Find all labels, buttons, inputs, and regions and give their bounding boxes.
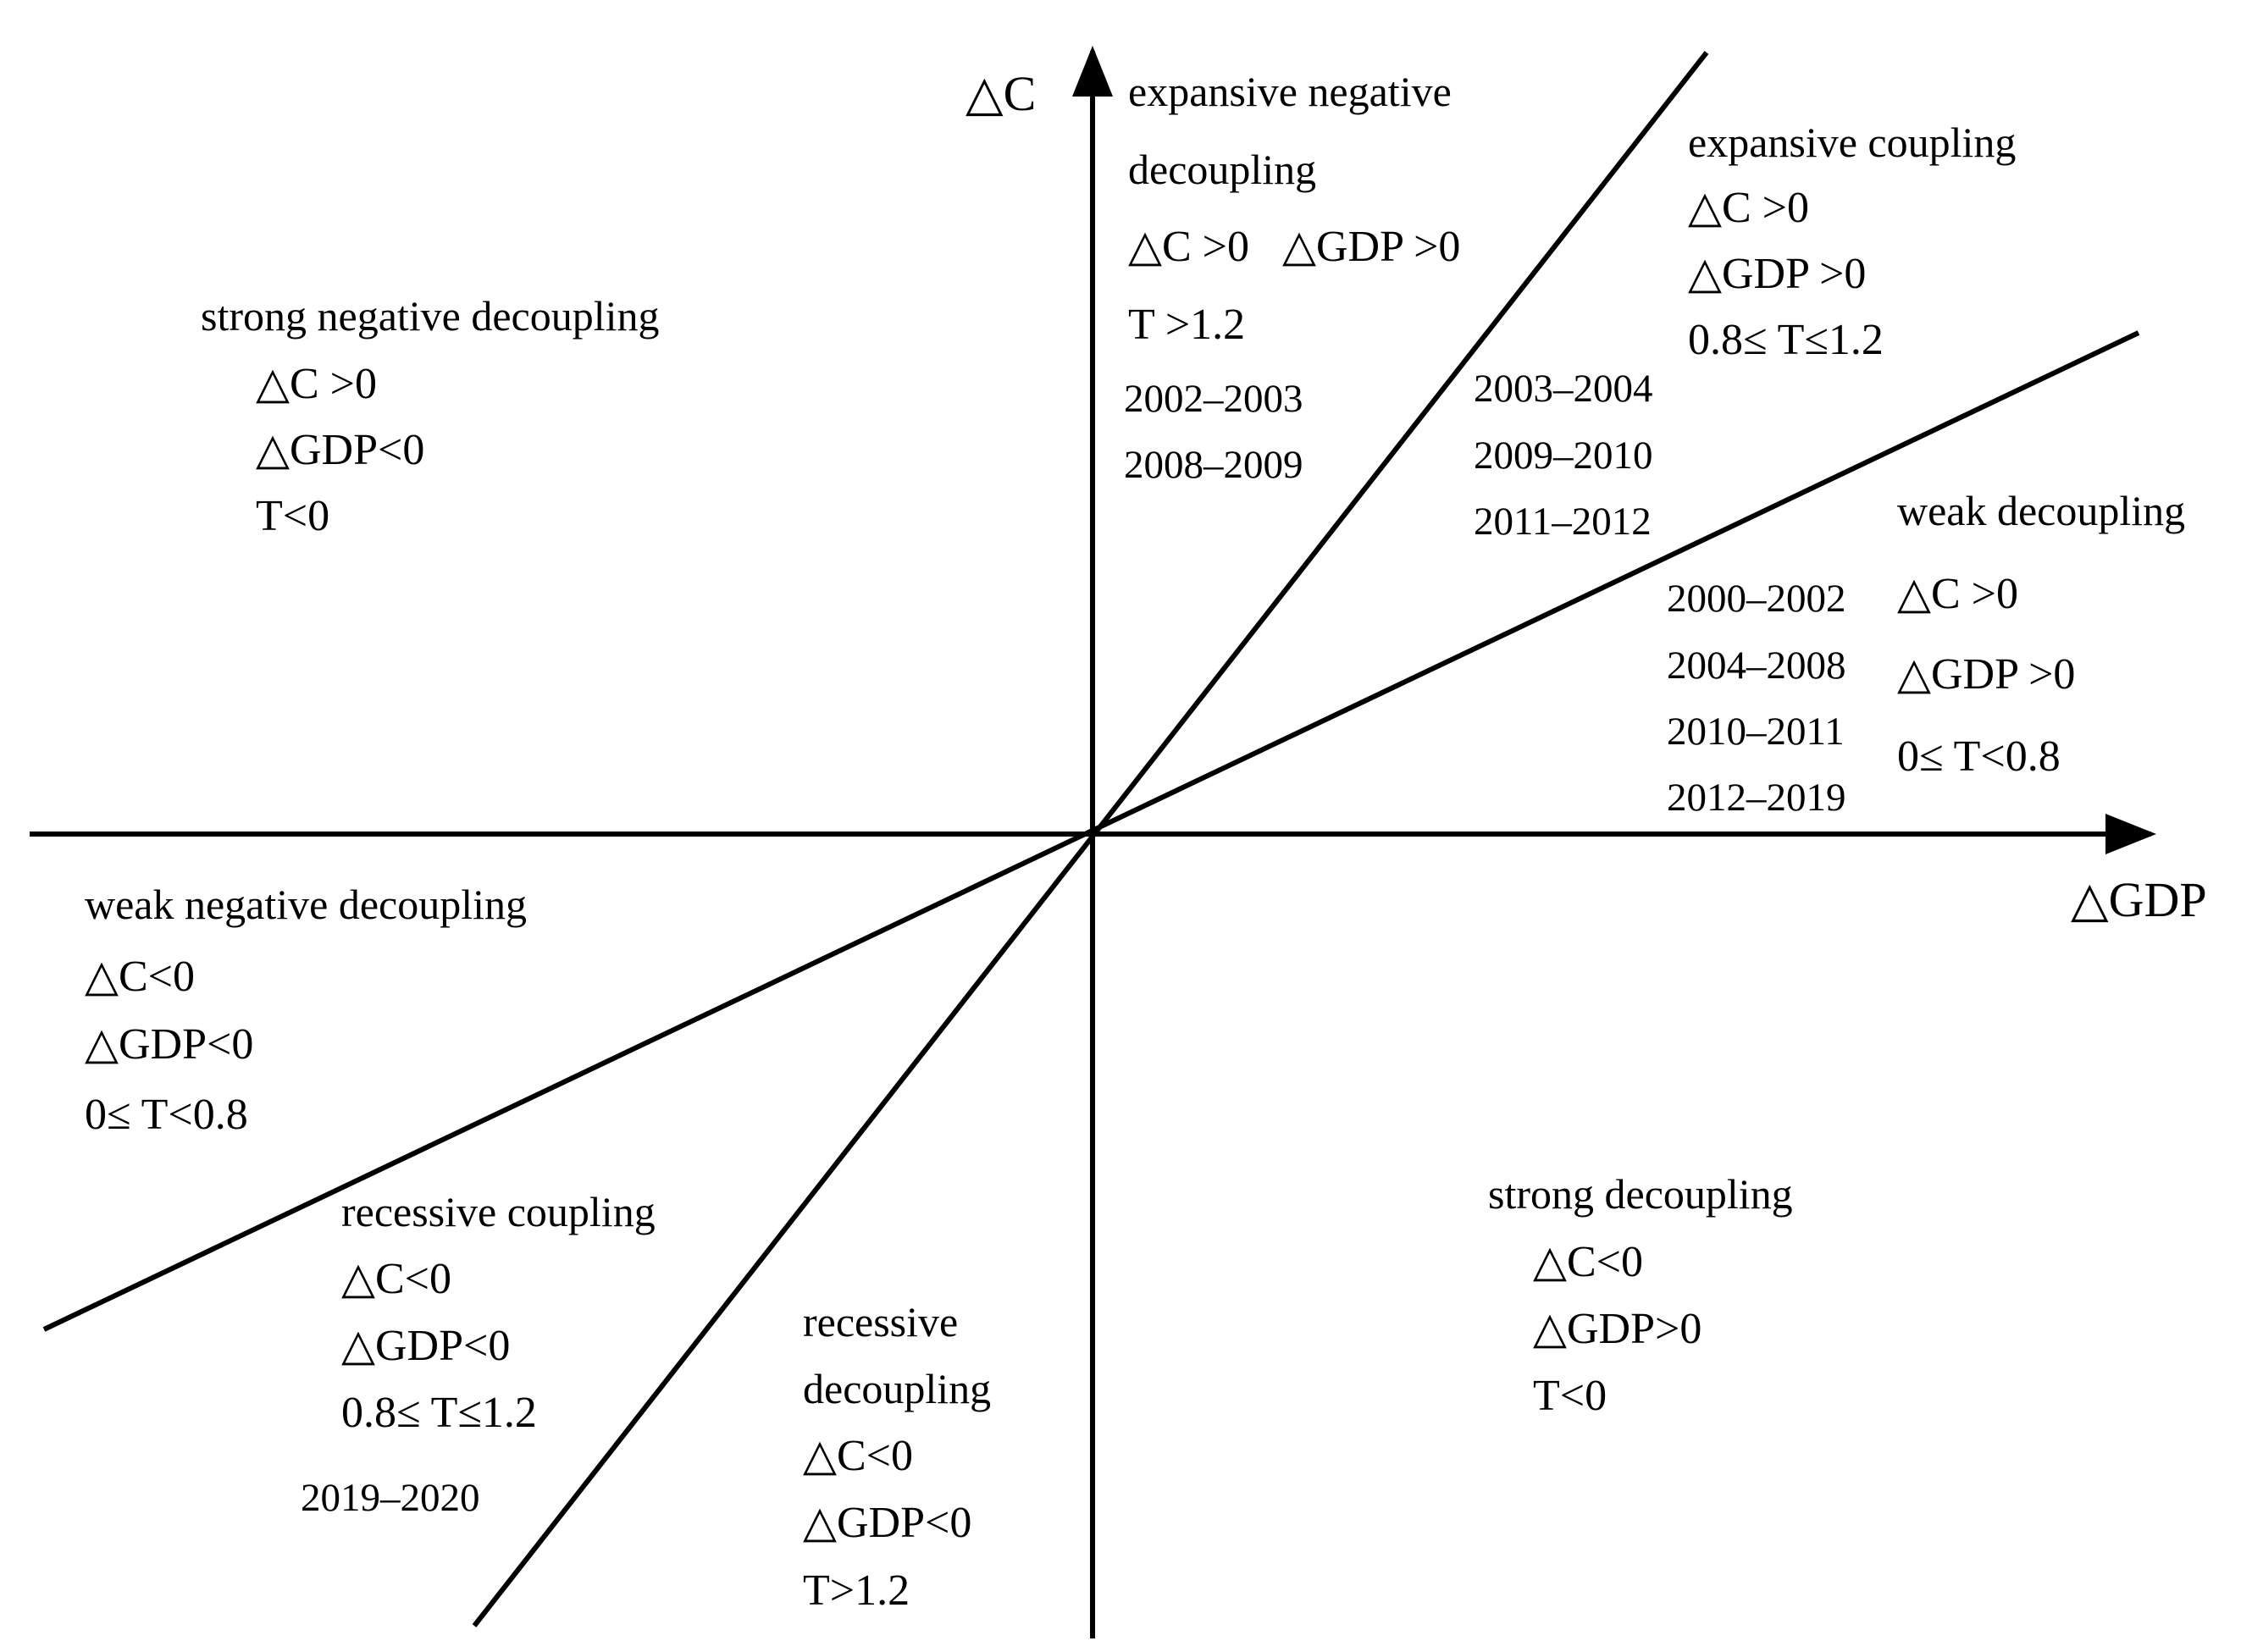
y-axis-label: △C bbox=[966, 66, 1036, 121]
year-range: 2008–2009 bbox=[1124, 443, 1303, 487]
condition: △C<0 bbox=[341, 1255, 451, 1303]
condition: 0.8≤ T≤1.2 bbox=[341, 1389, 537, 1437]
region-strong-negative-decoupling: strong negative decoupling △C >0 △GDP<0 … bbox=[201, 292, 660, 540]
year-range: 2003–2004 bbox=[1474, 367, 1653, 411]
condition: △C<0 bbox=[803, 1432, 913, 1480]
condition: △GDP<0 bbox=[256, 426, 424, 474]
condition: △GDP<0 bbox=[803, 1499, 971, 1547]
region-weak-decoupling: weak decoupling △C >0 △GDP >0 0≤ T<0.8 2… bbox=[1667, 487, 2185, 820]
year-range: 2019–2020 bbox=[301, 1476, 480, 1520]
year-range: 2000–2002 bbox=[1667, 577, 1846, 621]
condition: T >1.2 bbox=[1128, 301, 1245, 349]
condition: △C >0 bbox=[1897, 570, 2018, 618]
region-expansive-coupling: expansive coupling △C >0 △GDP >0 0.8≤ T≤… bbox=[1474, 119, 2016, 544]
condition: △C >0 bbox=[1688, 184, 1809, 232]
year-range: 2009–2010 bbox=[1474, 434, 1653, 478]
region-name-line1: expansive negative bbox=[1128, 68, 1452, 115]
condition: △C<0 bbox=[85, 953, 195, 1001]
region-name: strong decoupling bbox=[1488, 1170, 1793, 1218]
x-axis-label: △GDP bbox=[2071, 872, 2207, 927]
coupling-boundary-steep bbox=[472, 51, 1709, 1627]
condition: △C >0 △GDP >0 bbox=[1128, 223, 1460, 271]
region-name-line2: decoupling bbox=[1128, 146, 1316, 193]
condition: T<0 bbox=[1533, 1372, 1607, 1420]
condition: 0.8≤ T≤1.2 bbox=[1688, 316, 1884, 364]
condition: 0≤ T<0.8 bbox=[85, 1091, 248, 1139]
region-recessive-decoupling: recessive decoupling △C<0 △GDP<0 T>1.2 bbox=[803, 1298, 991, 1615]
region-name: weak decoupling bbox=[1897, 487, 2185, 534]
condition: △GDP>0 bbox=[1533, 1305, 1701, 1353]
region-name-line2: decoupling bbox=[803, 1365, 991, 1412]
condition: △GDP<0 bbox=[341, 1322, 510, 1370]
year-range: 2004–2008 bbox=[1667, 644, 1846, 688]
coupling-boundary-shallow bbox=[42, 330, 2140, 1332]
region-name-line1: recessive bbox=[803, 1298, 958, 1345]
region-name: expansive coupling bbox=[1688, 119, 2016, 166]
condition: T>1.2 bbox=[803, 1566, 910, 1615]
condition: △C >0 bbox=[256, 360, 377, 408]
region-name: strong negative decoupling bbox=[201, 292, 660, 340]
condition: △GDP >0 bbox=[1897, 650, 2075, 699]
year-range: 2011–2012 bbox=[1474, 500, 1652, 544]
year-range: 2002–2003 bbox=[1124, 377, 1303, 421]
region-name: recessive coupling bbox=[341, 1188, 656, 1235]
year-range: 2010–2011 bbox=[1667, 710, 1845, 754]
region-name: weak negative decoupling bbox=[85, 881, 527, 928]
region-weak-negative-decoupling: weak negative decoupling △C<0 △GDP<0 0≤ … bbox=[85, 881, 527, 1139]
condition: T<0 bbox=[256, 492, 329, 540]
condition: △C<0 bbox=[1533, 1238, 1643, 1286]
region-recessive-coupling: recessive coupling △C<0 △GDP<0 0.8≤ T≤1.… bbox=[301, 1188, 656, 1520]
condition: 0≤ T<0.8 bbox=[1897, 732, 2061, 781]
condition: △GDP >0 bbox=[1688, 250, 1866, 298]
condition: △GDP<0 bbox=[85, 1020, 253, 1069]
region-expansive-negative-decoupling: expansive negative decoupling △C >0 △GDP… bbox=[1124, 68, 1460, 487]
region-strong-decoupling: strong decoupling △C<0 △GDP>0 T<0 bbox=[1488, 1170, 1793, 1420]
year-range: 2012–2019 bbox=[1667, 776, 1846, 820]
